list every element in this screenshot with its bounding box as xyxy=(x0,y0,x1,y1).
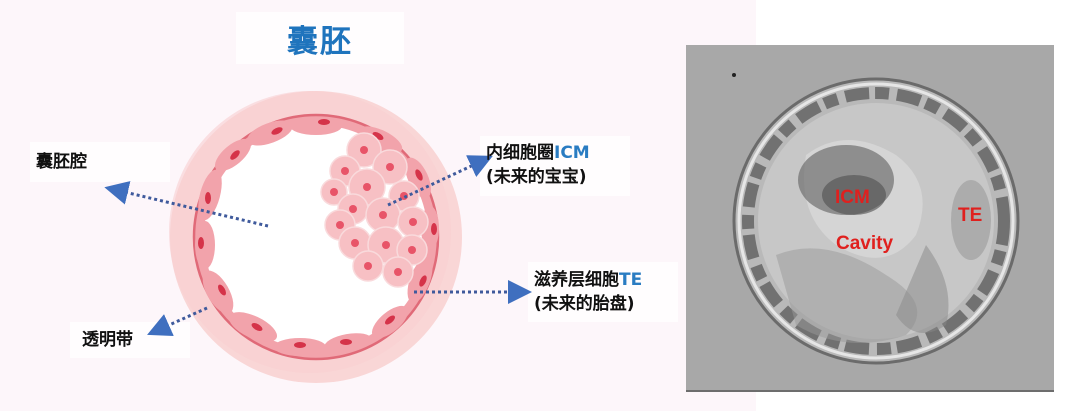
icm-arrow xyxy=(387,155,493,207)
zona-arrow xyxy=(147,306,208,337)
cavity-arrow xyxy=(104,181,269,228)
te-label-box xyxy=(528,262,678,322)
photo-icm-label: ICM xyxy=(835,187,870,208)
icm-label: 内细胞圈ICM (未来的宝宝) xyxy=(486,141,590,189)
photo-cavity-label: Cavity xyxy=(836,233,894,254)
photo-te-label: TE xyxy=(958,205,983,226)
icm-label-box xyxy=(480,136,630,196)
micrograph-image xyxy=(686,45,1054,390)
te-label-note: (未来的胎盘) xyxy=(534,294,635,314)
cavity-label-box xyxy=(30,142,170,182)
zona-pellucida-label: 透明带 xyxy=(82,330,133,350)
icm-label-abbr: ICM xyxy=(554,143,590,163)
icm-label-main: 内细胞圈 xyxy=(486,143,554,163)
title-box: 囊胚 xyxy=(236,12,404,64)
blastocyst-diagram xyxy=(104,91,532,383)
icm-label-note: (未来的宝宝) xyxy=(486,167,587,187)
blastocoel-label: 囊胚腔 xyxy=(36,152,87,172)
te-label-abbr: TE xyxy=(619,270,643,290)
blastocyst-micrograph: ICM Cavity TE xyxy=(686,45,1054,392)
inner-cell-mass xyxy=(320,132,429,288)
te-label-main: 滋养层细胞 xyxy=(534,270,619,290)
te-label: 滋养层细胞TE (未来的胎盘) xyxy=(534,268,642,316)
diagram-title: 囊胚 xyxy=(287,23,353,60)
